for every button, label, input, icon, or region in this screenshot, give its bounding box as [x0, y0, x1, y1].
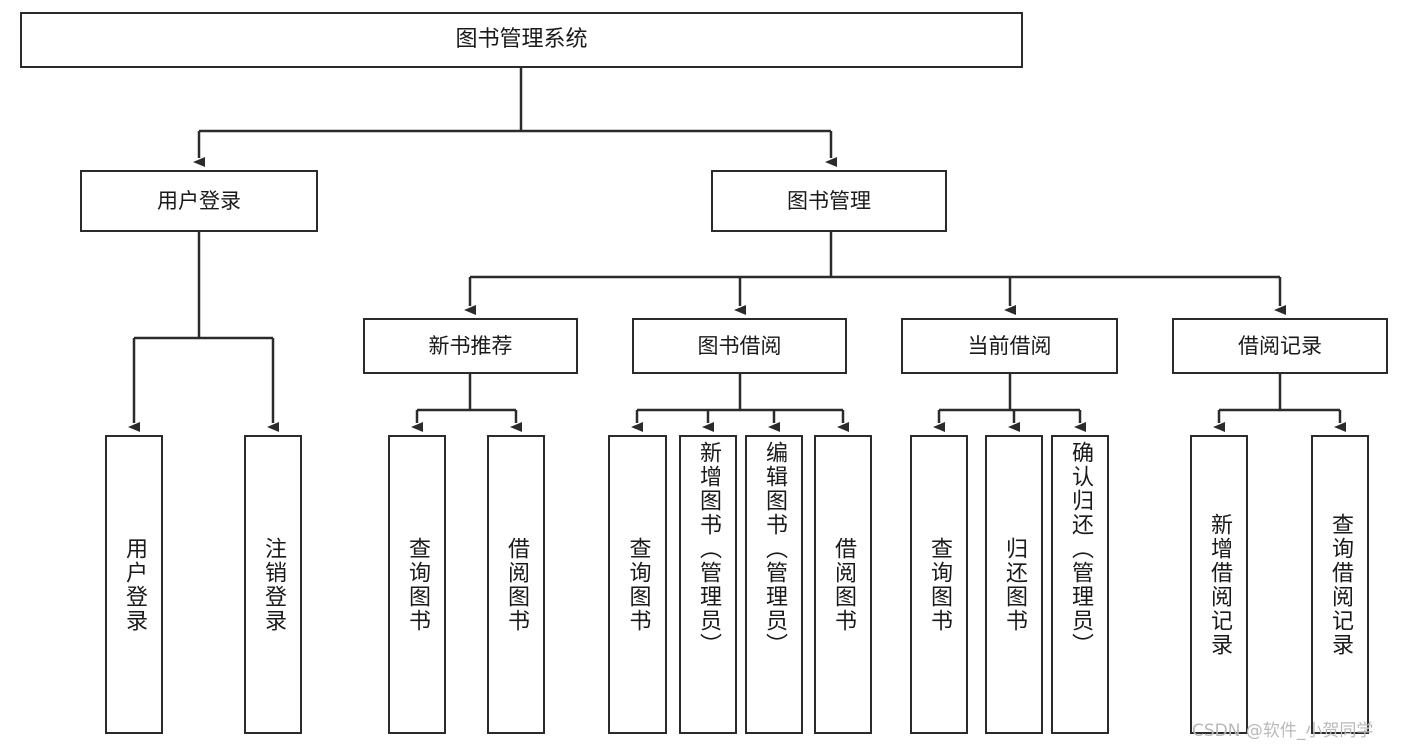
node-root[interactable]: 图书管理系统: [20, 12, 1023, 68]
node-book-management-label: 图书管理: [787, 188, 871, 213]
node-book-management[interactable]: 图书管理: [711, 170, 947, 232]
node-borrow-record[interactable]: 借阅记录: [1172, 318, 1388, 374]
leaf-add-borrow-record[interactable]: 新增借阅记录: [1190, 435, 1248, 734]
node-current-borrow[interactable]: 当前借阅: [901, 318, 1118, 374]
leaf-query-book-current[interactable]: 查询图书: [910, 435, 968, 734]
leaf-query-book-borrow-label: 查询图书: [625, 536, 651, 633]
leaf-borrow-book-label: 借阅图书: [831, 536, 856, 633]
node-book-borrow[interactable]: 图书借阅: [632, 318, 847, 374]
leaf-borrow-book-rec[interactable]: 借阅图书: [487, 435, 545, 734]
leaf-edit-book-admin[interactable]: 编辑图书（管理员）: [745, 435, 803, 734]
leaf-query-borrow-record[interactable]: 查询借阅记录: [1311, 435, 1369, 734]
leaf-query-borrow-record-label: 查询借阅记录: [1328, 512, 1353, 657]
leaf-return-book[interactable]: 归还图书: [985, 435, 1043, 734]
node-new-book-recommend[interactable]: 新书推荐: [363, 318, 578, 374]
leaf-query-book-rec[interactable]: 查询图书: [388, 435, 446, 734]
leaf-logout-login[interactable]: 注销登录: [244, 435, 302, 734]
node-root-label: 图书管理系统: [455, 27, 588, 53]
leaf-edit-book-admin-label: 编辑图书（管理员）: [762, 441, 787, 657]
leaf-query-book-rec-label: 查询图书: [405, 536, 430, 633]
node-user-login[interactable]: 用户登录: [80, 170, 318, 232]
node-current-borrow-label: 当前借阅: [967, 333, 1052, 358]
leaf-confirm-return-admin[interactable]: 确认归还（管理员）: [1051, 435, 1109, 734]
leaf-query-book-current-label: 查询图书: [927, 536, 952, 633]
leaf-user-login-label: 用户登录: [122, 536, 147, 633]
leaf-add-book-admin-label: 新增图书（管理员）: [696, 441, 721, 657]
leaf-return-book-label: 归还图书: [1002, 536, 1027, 633]
leaf-confirm-return-admin-label: 确认归还（管理员）: [1068, 441, 1093, 657]
leaf-borrow-book[interactable]: 借阅图书: [814, 435, 872, 734]
leaf-logout-login-label: 注销登录: [261, 536, 286, 633]
leaf-borrow-book-rec-label: 借阅图书: [504, 536, 529, 633]
node-new-book-recommend-label: 新书推荐: [428, 333, 513, 358]
node-book-borrow-label: 图书借阅: [697, 333, 782, 358]
node-borrow-record-label: 借阅记录: [1238, 333, 1322, 358]
node-user-login-label: 用户登录: [157, 188, 241, 213]
leaf-user-login[interactable]: 用户登录: [105, 435, 163, 734]
leaf-query-book-borrow[interactable]: 查询图书: [608, 435, 667, 734]
leaf-add-borrow-record-label: 新增借阅记录: [1207, 512, 1232, 657]
leaf-add-book-admin[interactable]: 新增图书（管理员）: [679, 435, 737, 734]
